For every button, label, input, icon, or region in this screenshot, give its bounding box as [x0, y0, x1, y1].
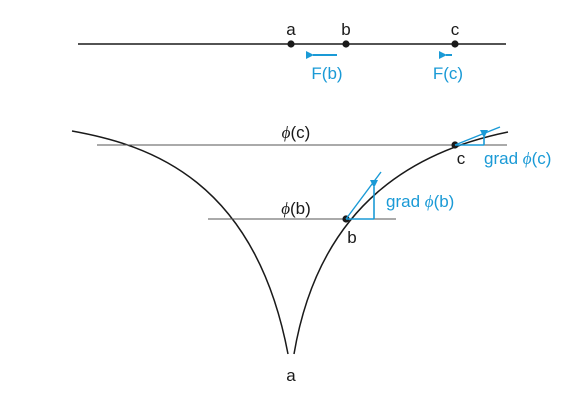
level-b-label: ϕ(b) — [281, 199, 311, 218]
level-c-label: ϕ(c) — [282, 123, 311, 142]
level-b-arg: (b) — [290, 199, 311, 218]
curve-point-a-label: a — [286, 366, 296, 385]
level-c-phi: ϕ — [282, 123, 291, 142]
point-b-dot — [342, 40, 350, 48]
grad-b-arg: (b) — [434, 192, 455, 211]
level-c-arg: (c) — [290, 123, 310, 142]
tangent-b-line — [345, 171, 382, 220]
force-b-label: F(b) — [311, 64, 342, 83]
curve-point-b-label: b — [347, 228, 356, 247]
curve-point-c-label: c — [457, 149, 466, 168]
grad-b-label: grad ϕ(b) — [386, 192, 454, 211]
level-b-phi: ϕ — [281, 199, 290, 218]
grad-c-arg: (c) — [532, 149, 552, 168]
grad-c-word: grad — [484, 149, 523, 168]
force-c-label: F(c) — [433, 64, 463, 83]
point-b-label: b — [341, 20, 350, 39]
grad-c-label: grad ϕ(c) — [484, 149, 551, 168]
grad-c-phi: ϕ — [523, 149, 532, 168]
potential-curve-group: ϕ(c) ϕ(b) c b a grad ϕ(c) grad ϕ(b) — [71, 123, 551, 385]
grad-b-word: grad — [386, 192, 425, 211]
point-a-dot — [287, 40, 295, 48]
potential-curve-right — [293, 131, 509, 355]
point-c-dot — [451, 40, 459, 48]
grad-b-phi: ϕ — [425, 192, 434, 211]
point-c-label: c — [451, 20, 460, 39]
point-a-label: a — [286, 20, 296, 39]
potential-curve-left — [71, 130, 289, 355]
top-axis-group: a b c F(b) F(c) — [78, 20, 506, 83]
tangent-c-line — [454, 126, 501, 146]
